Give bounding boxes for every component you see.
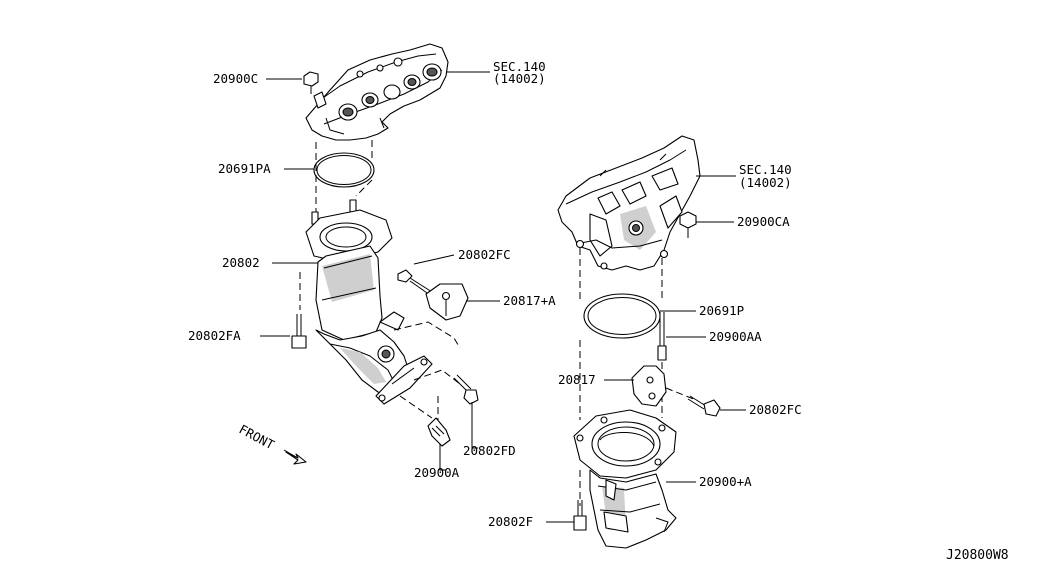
callout-20817: 20817 [558, 372, 596, 387]
callout-20900a: 20900A [414, 465, 460, 480]
front-direction-indicator: FRONT [237, 421, 307, 465]
callout-labels: SEC.140 (14002) 20900C 20691PA 20802 208… [188, 59, 802, 529]
callout-20900aa: 20900AA [709, 329, 762, 344]
exhaust-manifold-right[interactable] [557, 135, 701, 271]
callout-sec140-top-line2: (14002) [493, 71, 546, 86]
callout-20802f: 20802F [488, 514, 533, 529]
stud-20900aa[interactable] [657, 312, 667, 361]
diagram-id: J20800W8 [946, 548, 1009, 563]
callout-20900ca: 20900CA [737, 214, 790, 229]
bolt-20900ca[interactable] [679, 211, 697, 238]
callout-sec140-right-line2: (14002) [739, 175, 792, 190]
bolt-20802f[interactable] [573, 500, 587, 531]
callout-20802fd: 20802FD [463, 443, 516, 458]
catalytic-converter-20900a[interactable] [573, 409, 677, 549]
callout-20817a: 20817+A [503, 293, 556, 308]
gasket-20691p[interactable] [583, 293, 661, 339]
catalytic-converter-20802[interactable] [305, 209, 411, 397]
leader-lines [260, 71, 746, 523]
bracket-20817a[interactable] [425, 283, 469, 321]
callout-sec140-top-line1: SEC.140 [493, 59, 546, 74]
pipe-flange-left[interactable] [375, 355, 433, 405]
callout-20802fc-right: 20802FC [749, 402, 802, 417]
callout-20691p: 20691P [699, 303, 744, 318]
bolt-20900c[interactable] [303, 71, 319, 94]
exhaust-manifold-left[interactable] [305, 43, 449, 141]
callout-20802fc-left: 20802FC [458, 247, 511, 262]
front-label: FRONT [237, 421, 278, 452]
callout-20900c: 20900C [213, 71, 258, 86]
callout-sec140-right-line1: SEC.140 [739, 162, 792, 177]
bolt-20802fc-left[interactable] [397, 269, 433, 296]
bolt-20802fa[interactable] [291, 314, 307, 349]
callout-20802fa: 20802FA [188, 328, 241, 343]
callout-20691pa: 20691PA [218, 161, 271, 176]
bracket-20817[interactable] [631, 365, 667, 407]
bolt-20802fc-right[interactable] [687, 395, 721, 417]
gasket-20691pa[interactable] [313, 152, 375, 188]
callout-20802: 20802 [222, 255, 260, 270]
callout-20900plusa: 20900+A [699, 474, 752, 489]
bolt-20802fd[interactable] [453, 374, 479, 405]
stud-20900a[interactable] [427, 417, 451, 447]
